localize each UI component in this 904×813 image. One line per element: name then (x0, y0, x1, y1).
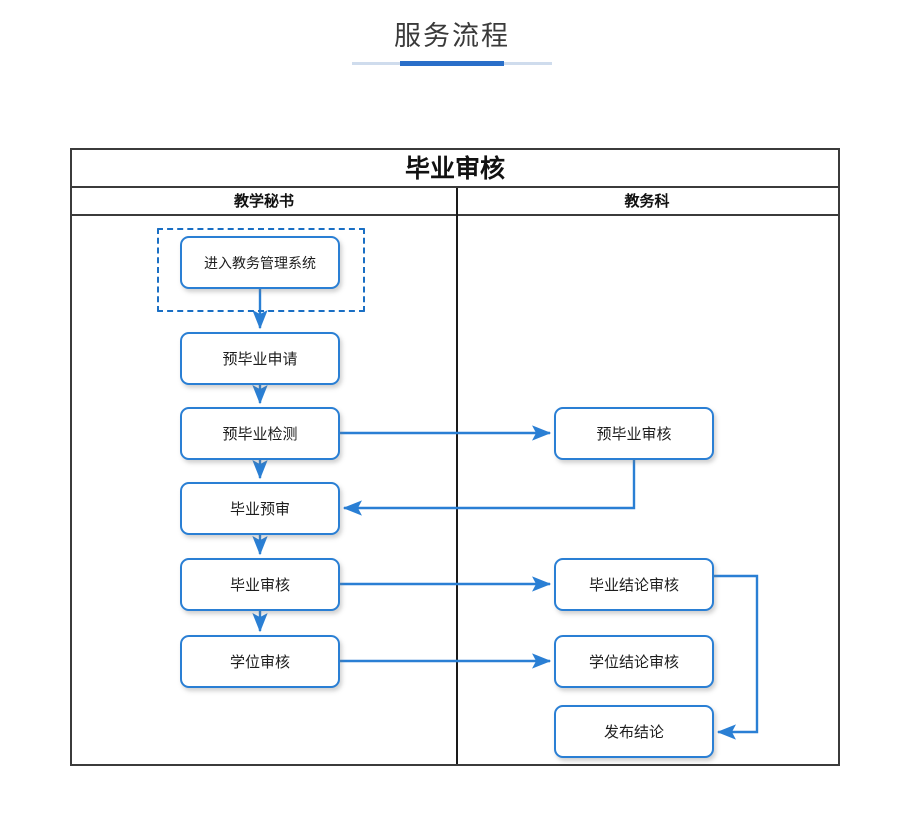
title-underline-accent (400, 61, 504, 66)
lane-header-academic-affairs: 教务科 (456, 188, 838, 216)
flow-node-degree-audit[interactable]: 学位审核 (180, 635, 340, 688)
flow-node-pregrad-apply[interactable]: 预毕业申请 (180, 332, 340, 385)
page-header: 服务流程 (0, 0, 904, 90)
flow-node-grad-preaudit[interactable]: 毕业预审 (180, 482, 340, 535)
flow-node-pregrad-check[interactable]: 预毕业检测 (180, 407, 340, 460)
group-frame-enter-system (157, 228, 365, 312)
flow-canvas: 进入教务管理系统 预毕业申请 预毕业检测 毕业预审 毕业审核 学位审核 预毕业审… (72, 150, 838, 764)
flow-node-deg-concl-review[interactable]: 学位结论审核 (554, 635, 714, 688)
flow-node-pregrad-review[interactable]: 预毕业审核 (554, 407, 714, 460)
flow-node-enter-system[interactable]: 进入教务管理系统 (180, 236, 340, 289)
lane-header-teaching-secretary: 教学秘书 (72, 188, 456, 216)
edge-grad-concl-review-to-publish-concl (714, 574, 759, 740)
flow-node-grad-concl-review[interactable]: 毕业结论审核 (554, 558, 714, 611)
flow-node-grad-audit[interactable]: 毕业审核 (180, 558, 340, 611)
edge-pregrad-review-to-grad-preaudit (342, 460, 636, 516)
diagram-title: 毕业审核 (72, 150, 838, 188)
flow-node-publish-concl[interactable]: 发布结论 (554, 705, 714, 758)
swimlane-diagram: 毕业审核 教学秘书 教务科 (70, 148, 840, 766)
page-title: 服务流程 (394, 21, 510, 51)
